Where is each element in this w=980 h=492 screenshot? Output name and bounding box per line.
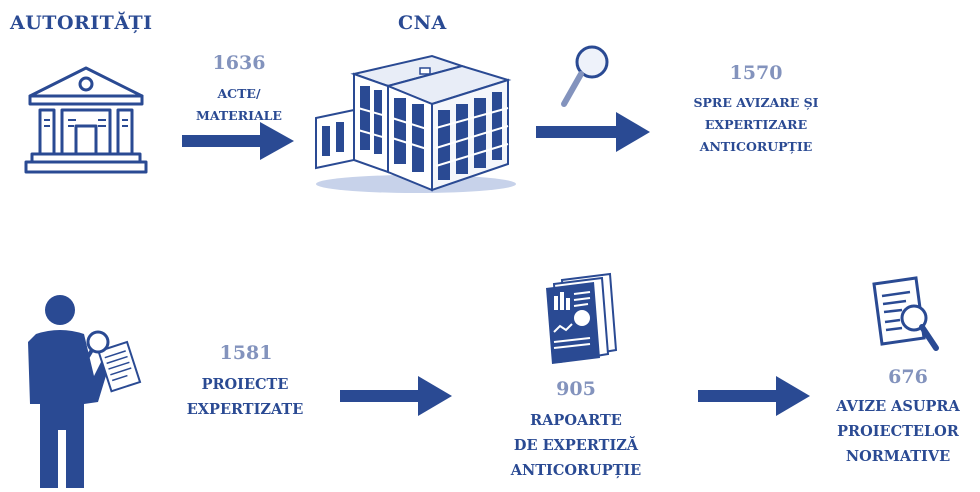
acts-count: 1636 [212, 52, 266, 74]
review-count: 1570 [729, 62, 783, 84]
acts-label: ACTE/ MATERIALE [196, 86, 282, 123]
reports-label: RAPOARTE DE EXPERTIZĂ ANTICORUPȚIE [510, 412, 642, 479]
inspector-person-icon [28, 295, 142, 488]
arrow-right-icon [698, 376, 810, 416]
opinions-label: AVIZE ASUPRA PROIECTELOR NORMATIVE [836, 398, 960, 465]
government-building-icon [24, 66, 148, 174]
projects-count: 1581 [219, 342, 273, 364]
arrow-right-icon [536, 112, 650, 152]
report-document-icon [546, 272, 618, 364]
office-building-icon [315, 54, 516, 193]
authorities-title: AUTORITĂȚI [10, 12, 153, 34]
magnifier-icon [561, 45, 609, 107]
arrow-right-icon [340, 376, 452, 416]
arrow-right-icon [182, 122, 294, 160]
review-label: SPRE AVIZARE ȘI EXPERTIZARE ANTICORUPȚIE [693, 95, 819, 154]
cna-title: CNA [398, 12, 447, 34]
analysis-document-icon [872, 276, 939, 351]
projects-label: PROIECTE EXPERTIZATE [186, 376, 304, 418]
opinions-count: 676 [888, 366, 928, 388]
reports-count: 905 [556, 378, 596, 400]
